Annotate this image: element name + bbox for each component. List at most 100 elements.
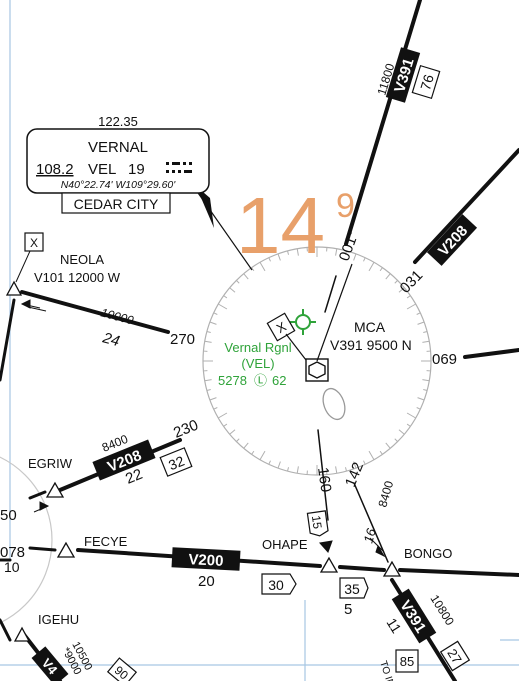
rose-tick: [417, 397, 425, 401]
rose-tick: [363, 460, 366, 465]
mileage-box-15: 15: [306, 510, 329, 537]
radial-069-label: 069: [432, 351, 457, 368]
airport-code: (VEL): [241, 356, 274, 371]
airport-elevation: 5278: [218, 373, 247, 388]
radial-078-label: 078: [0, 544, 25, 561]
rose-tick: [213, 407, 218, 410]
altitude-8400-south: 8400: [375, 479, 396, 509]
rose-tick: [236, 280, 240, 284]
rose-tick: [204, 340, 212, 343]
rose-tick: [243, 442, 249, 449]
rose-tick: [229, 287, 236, 293]
mca-title: MCA: [354, 319, 386, 335]
radial-031-label: 031: [397, 267, 427, 297]
mileage-box-35: 35: [339, 577, 369, 599]
mileage-box-30: 30: [261, 573, 297, 595]
airway-v4-stub: V4: [31, 646, 69, 681]
rose-tick: [259, 262, 266, 272]
vor-frequency: 108.2: [36, 161, 74, 178]
svg-text:30: 30: [268, 577, 284, 593]
mag-var-value: 14: [236, 181, 325, 270]
rose-tick: [406, 412, 416, 419]
rose-tick: [335, 248, 338, 256]
svg-text:15: 15: [309, 515, 325, 530]
mileage-22: 22: [123, 466, 145, 488]
rose-tick: [353, 253, 357, 261]
fix-egriw: EGRIW: [28, 456, 73, 513]
neola-x-label: X: [30, 236, 38, 250]
direction-arrows: [20, 299, 386, 558]
rose-tick: [206, 388, 211, 391]
mileage-box-85: 85: [395, 649, 419, 673]
rose-tick: [296, 248, 299, 256]
radial-230-label: 230: [171, 417, 201, 442]
fix-ohape: OHAPE: [262, 537, 339, 573]
radial-50-label: 50: [0, 507, 17, 524]
airport-symbol-icon: [290, 309, 316, 335]
magnetic-variation: 14 9: [236, 181, 355, 270]
rose-tick: [236, 438, 240, 442]
morse-code-icon: [166, 162, 192, 173]
airport-name: Vernal Rgnl: [224, 340, 291, 355]
rose-tick: [353, 461, 357, 469]
svg-text:32: 32: [166, 453, 187, 474]
rose-tick: [363, 257, 366, 262]
fix-neola: X NEOLA V101 12000 W: [5, 232, 121, 312]
vor-name: VERNAL: [88, 139, 148, 156]
svg-text:85: 85: [400, 654, 414, 669]
mileage-11: 11: [383, 615, 404, 636]
rose-tick: [251, 450, 255, 455]
vor-freq-above: 122.35: [98, 114, 138, 129]
rose-tick: [218, 412, 228, 419]
rose-tick: [268, 460, 271, 465]
rose-tick: [218, 303, 228, 310]
rose-tick: [243, 273, 249, 280]
radial-270-label: 270: [170, 331, 195, 348]
mileage-box-90: 90: [106, 657, 138, 681]
rose-tick: [417, 321, 425, 325]
svg-text:76: 76: [417, 72, 437, 92]
altitude-10000: 10000: [99, 305, 135, 327]
rose-tick: [223, 295, 228, 299]
rose-tick: [277, 253, 281, 261]
rose-tick: [398, 429, 405, 435]
svg-text:35: 35: [344, 581, 360, 597]
airway-v200: V200: [171, 547, 241, 571]
to-label: TO IN: [377, 660, 396, 681]
airport-block: Vernal Rgnl (VEL) 5278 Ⓛ 62: [218, 309, 316, 388]
mag-var-unit: 9: [336, 187, 355, 225]
rose-tick: [209, 397, 217, 401]
neola-note: V101 12000 W: [34, 270, 121, 285]
rose-tick: [394, 280, 398, 284]
rose-tick: [287, 250, 290, 255]
rose-tick: [398, 287, 405, 293]
rose-tick: [296, 466, 299, 474]
v200-label: V200: [188, 551, 224, 570]
svg-text:27: 27: [444, 646, 464, 666]
mileage-16: 16: [360, 526, 379, 545]
holding-pattern-icon: [322, 387, 346, 421]
rose-tick: [379, 267, 383, 272]
fss-name: CEDAR CITY: [74, 196, 159, 212]
radial-142-label: 142: [342, 460, 367, 490]
mileage-10: 10: [4, 559, 20, 575]
vor-box-leader: [195, 186, 253, 271]
rose-tick: [277, 461, 281, 469]
rose-tick: [229, 429, 236, 435]
rose-tick: [385, 273, 391, 280]
compass-rose: [202, 246, 432, 476]
rose-tick: [344, 250, 347, 255]
fecye-name: FECYE: [84, 534, 128, 549]
airport-runway: 62: [272, 373, 286, 388]
mca-detail: V391 9500 N: [330, 337, 412, 353]
mileage-20: 20: [198, 573, 215, 590]
rose-tick: [423, 388, 428, 391]
rose-tick: [416, 312, 421, 315]
vor-dme-icon: [305, 358, 329, 382]
altitude-10800: 10800: [427, 592, 457, 628]
rose-tick: [206, 331, 211, 334]
mileage-box-32: 32: [159, 447, 193, 477]
lighting-icon: Ⓛ: [254, 373, 267, 388]
mileage-box-76: 76: [411, 64, 441, 100]
x-marker-box: X: [266, 312, 307, 361]
